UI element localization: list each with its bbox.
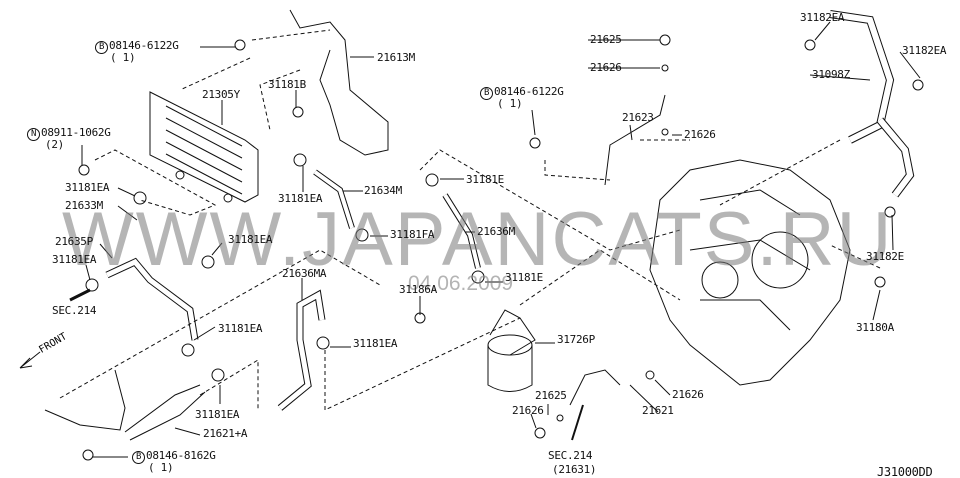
label-21625: 21625 — [590, 33, 622, 46]
label-21305y: 21305Y — [202, 88, 240, 101]
label-31181fa: 31181FA — [390, 228, 435, 241]
sec-arrow-bottom — [571, 404, 584, 441]
label-21634m: 21634M — [364, 184, 402, 197]
label-31181ea: 31181EA — [52, 253, 97, 266]
label-31726p: 31726P — [557, 333, 595, 346]
label-31182e: 31182E — [866, 250, 904, 263]
label-21626: 21626 — [684, 128, 716, 141]
label-21626: 21626 — [512, 404, 544, 417]
oil-cooler-drawing — [149, 91, 259, 203]
label-bolt-bottom-qty: ( 1) — [148, 461, 174, 474]
transmission-drawing — [649, 159, 851, 386]
label-31181ea: 31181EA — [195, 408, 240, 421]
label-bolt-mid-qty: ( 1) — [497, 97, 523, 110]
label-21636ma: 21636MA — [282, 267, 327, 280]
sec-arrow-left — [69, 288, 91, 302]
label-31181b: 31181B — [268, 78, 306, 91]
dashed-guides — [59, 29, 881, 411]
label-21626: 21626 — [672, 388, 704, 401]
label-21633m: 21633M — [65, 199, 103, 212]
front-arrow — [19, 351, 41, 369]
label-21635p: 21635P — [55, 235, 93, 248]
label-31186a: 31186A — [399, 283, 437, 296]
tube-21621 — [569, 369, 621, 406]
label-31182ea: 31182EA — [800, 11, 845, 24]
tube-21621a — [44, 369, 206, 441]
date-stamp: 04.06.2009 — [408, 272, 514, 295]
label-21636m: 21636M — [477, 225, 515, 238]
label-31181e: 31181E — [466, 173, 504, 186]
label-31181e: 31181E — [505, 271, 543, 284]
label-sec-214-left: SEC.214 — [52, 304, 97, 317]
label-31181ea: 31181EA — [218, 322, 263, 335]
label-bolt-top-left-qty: ( 1) — [110, 51, 136, 64]
label-31180a: 31180A — [856, 321, 894, 334]
label-21623: 21623 — [622, 111, 654, 124]
diagram-id: J31000DD — [877, 465, 933, 478]
leader-lines — [81, 21, 921, 458]
label-21626: 21626 — [590, 61, 622, 74]
fastener-glyphs — [78, 34, 924, 461]
label-21621a: 21621+A — [203, 427, 248, 440]
label-21621: 21621 — [642, 404, 674, 417]
tube-21623 — [604, 94, 666, 186]
label-31181ea: 31181EA — [353, 337, 398, 350]
watermark: WWW.JAPANCATS.RU — [62, 197, 894, 282]
label-31181ea: 31181EA — [228, 233, 273, 246]
label-sec-214-bottom: SEC.214 — [548, 449, 593, 462]
label-21613m: 21613M — [377, 51, 415, 64]
label-31181ea: 31181EA — [278, 192, 323, 205]
label-21625: 21625 — [535, 389, 567, 402]
bracket-drawing — [289, 9, 389, 156]
label-31098z: 31098Z — [812, 68, 850, 81]
label-31181ea: 31181EA — [65, 181, 110, 194]
label-31182ea: 31182EA — [902, 44, 947, 57]
label-nut-qty: (2) — [45, 138, 64, 151]
label-sec-214-ref: (21631) — [552, 463, 597, 476]
